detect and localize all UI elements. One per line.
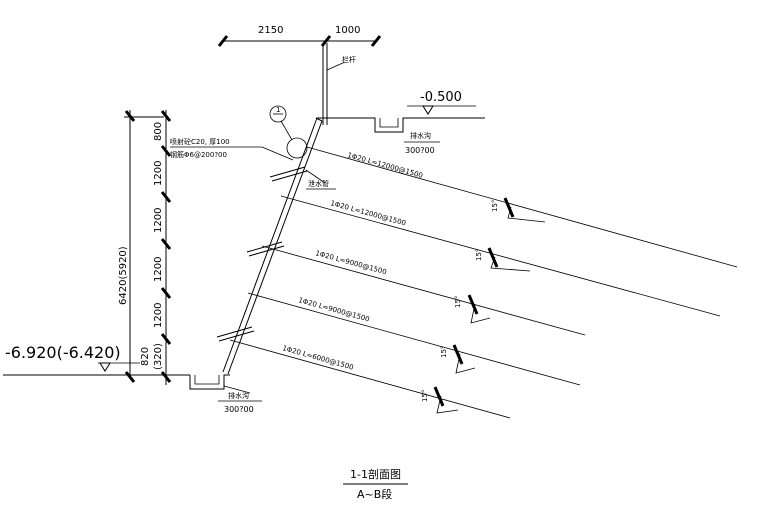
anchor-head-1: 15° (491, 197, 546, 223)
bottom-ground: -6.920(-6.420) 排水沟 300?00 (3, 343, 262, 414)
total-height: 6420(5920) (118, 246, 129, 305)
top-dim-left: 2150 (258, 25, 283, 36)
drain-pipe-label: 泄水管 (308, 179, 329, 188)
anchor-label-5: 1Φ20 L=6000@1500 (281, 344, 354, 371)
vertical-dimensions: 6420(5920) 800 1200 1200 1200 1200 820 (… (118, 110, 172, 385)
bottom-drain-label: 排水沟 (228, 391, 249, 400)
anchor-angle-1: 15° (491, 200, 499, 212)
dim-800: 800 (153, 122, 164, 141)
shotcrete-line2: 钢筋Φ6@200?00 (170, 150, 227, 159)
anchor-line-5 (229, 339, 511, 419)
dim-1200-d: 1200 (153, 303, 164, 328)
railing: 栏杆 (322, 43, 356, 125)
detail-mark: 1 (276, 106, 280, 114)
anchor-angle-5: 15° (421, 390, 429, 402)
railing-label: 栏杆 (342, 55, 356, 64)
bottom-elevation: -6.920(-6.420) (5, 343, 121, 362)
anchor-angle-2: 15° (475, 249, 483, 261)
top-dimension: 2150 1000 (217, 25, 382, 47)
title-sub: A~B段 (357, 487, 392, 501)
shotcrete-line1: 喷射砼C20, 厚100 (170, 137, 230, 146)
anchor-line-2 (280, 195, 721, 317)
anchor-angle-3: 15° (454, 296, 462, 308)
dim-820: 820 (140, 347, 151, 366)
top-elevation: -0.500 (420, 90, 462, 105)
anchor-line-3 (261, 245, 586, 336)
dim-1200-b: 1200 (153, 208, 164, 233)
shotcrete-note: 喷射砼C20, 厚100 钢筋Φ6@200?00 (170, 137, 294, 161)
dim-1200-c: 1200 (153, 257, 164, 282)
anchor-head-5: 15° (421, 386, 459, 414)
bottom-drain-size: 300?00 (224, 405, 254, 414)
dim-1200-a: 1200 (153, 161, 164, 186)
anchor-head-4: 15° (440, 344, 476, 374)
drawing-title: 1-1剖面图 A~B段 (343, 467, 408, 501)
anchor-angle-4: 15° (440, 346, 448, 358)
title-main: 1-1剖面图 (350, 467, 401, 481)
top-drain-label: 排水沟 (410, 131, 431, 140)
detail-callout: 1 (269, 105, 308, 159)
anchor-label-1: 1Φ20 L=12000@1500 (346, 151, 423, 180)
drain-pipes: 泄水管 (216, 166, 336, 342)
anchor-label-2: 1Φ20 L=12000@1500 (329, 199, 406, 227)
anchors: 1Φ20 L=12000@1500 1Φ20 L=12000@1500 1Φ20… (229, 146, 738, 419)
top-ground: -0.500 排水沟 300?00 (316, 90, 485, 155)
dim-320: (320) (153, 343, 164, 370)
top-dim-right: 1000 (335, 25, 360, 36)
top-drain-size: 300?00 (405, 146, 435, 155)
anchor-head-2: 15° (475, 247, 531, 272)
anchor-line-1 (306, 146, 738, 268)
anchor-line-4 (247, 292, 581, 386)
anchor-label-3: 1Φ20 L=9000@1500 (314, 249, 387, 276)
anchor-head-3: 15° (454, 294, 491, 324)
